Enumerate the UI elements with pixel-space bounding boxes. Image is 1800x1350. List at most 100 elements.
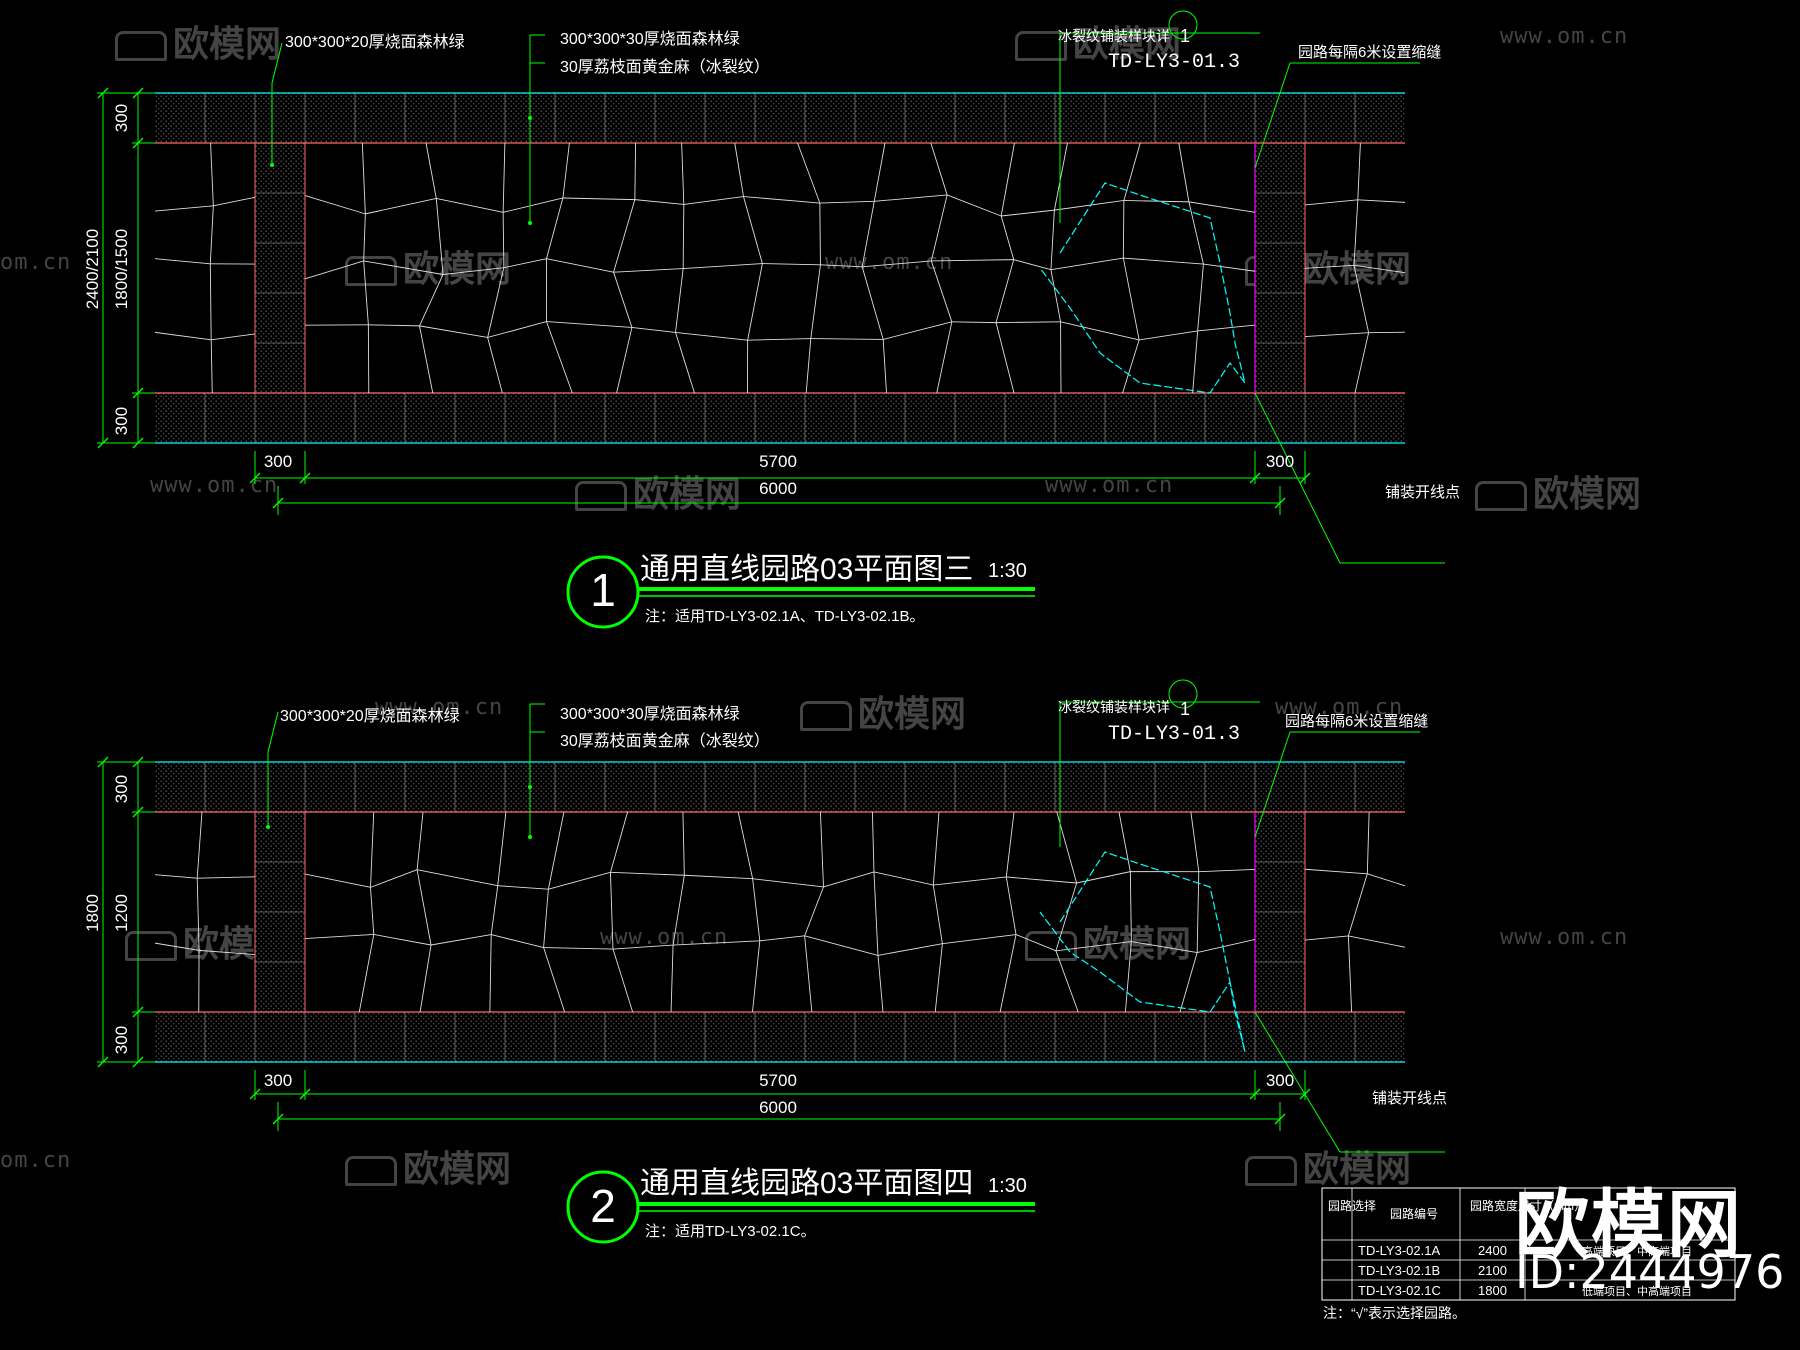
detail-callout-circle [1168, 679, 1198, 709]
crack-line [197, 876, 256, 879]
crack-line [497, 811, 507, 886]
crack-line [419, 325, 434, 394]
crack-line [154, 874, 198, 879]
crack-line [503, 258, 547, 269]
crack-line [491, 934, 544, 948]
crack-line [874, 194, 948, 202]
watermark-url: www.om.cn [1275, 695, 1404, 720]
watermark-logo: 欧模网 [1475, 465, 1641, 517]
crack-line [743, 196, 820, 204]
crack-line [873, 142, 886, 202]
crack-line [435, 198, 444, 275]
crack-line [684, 874, 753, 880]
crack-line [610, 871, 685, 876]
crack-line [562, 142, 570, 199]
crack-line [503, 197, 564, 213]
crack-line [417, 869, 498, 887]
crack-line [1054, 200, 1124, 211]
crack-line [365, 198, 437, 215]
crack-line [1060, 321, 1140, 341]
crack-line [804, 886, 824, 936]
crack-line [932, 811, 940, 886]
crack-line [1198, 868, 1256, 873]
crack-line [304, 873, 371, 888]
crack-line [675, 268, 684, 333]
dimension-tick [132, 137, 144, 149]
crack-line [934, 943, 943, 1013]
watermark-url: www.om.cn [375, 695, 504, 720]
crack-line [609, 872, 614, 950]
crack-line [363, 213, 366, 261]
crack-line [213, 196, 256, 207]
crack-line [436, 198, 504, 213]
crack-line [1188, 201, 1204, 265]
dimension-tick [1274, 497, 1286, 509]
dimension-tick [1274, 1113, 1286, 1125]
crack-line [1348, 935, 1406, 948]
leader-line [1254, 1011, 1341, 1153]
crack-line [1367, 873, 1406, 887]
crack-line [199, 949, 256, 955]
crack-line [995, 322, 1015, 394]
dimension-tick [97, 437, 109, 449]
crack-line [1050, 269, 1061, 322]
crack-line [883, 321, 952, 340]
crack-line [196, 878, 200, 951]
crack-line [681, 142, 685, 205]
dimension-tick [272, 497, 284, 509]
crack-line [154, 258, 211, 265]
crack-line [1122, 200, 1125, 259]
crack-line [930, 260, 953, 322]
watermark-logo: 欧模网 [800, 685, 966, 737]
leader-dot [528, 221, 532, 225]
crack-line [613, 199, 636, 273]
plan-drawing-1 [97, 10, 1445, 1244]
crack-line [819, 203, 821, 265]
crack-line [363, 260, 369, 325]
leader-line [271, 42, 283, 84]
dimension-tick [272, 1113, 284, 1125]
crack-line [1122, 339, 1140, 394]
crack-line [562, 197, 635, 201]
leader-line [1254, 731, 1291, 838]
crack-line [1366, 811, 1370, 874]
watermark-logo: 欧模网 [345, 1140, 511, 1192]
crack-line [930, 194, 948, 262]
crack-line [613, 272, 633, 328]
dimension-tick [1299, 472, 1311, 484]
watermark-logo: 欧模网 [1025, 915, 1191, 967]
crack-line [820, 264, 863, 268]
crack-line [1304, 332, 1369, 337]
leader-dot [270, 163, 274, 167]
selection-table [1321, 1187, 1736, 1301]
crack-line [490, 885, 499, 935]
crack-line [1197, 939, 1256, 954]
crack-line [936, 321, 953, 394]
leader-line [1254, 392, 1341, 564]
crack-line [675, 332, 695, 394]
crack-line [743, 196, 763, 264]
crack-line [737, 811, 754, 879]
left-tile-strip [255, 143, 305, 393]
plan-number-circle [566, 555, 640, 629]
crack-line [1196, 871, 1200, 953]
crack-line [1203, 263, 1256, 272]
crack-line [543, 947, 566, 1013]
crack-line [211, 333, 256, 341]
crack-line [762, 263, 821, 266]
crack-line [804, 935, 813, 1013]
watermark-logo: 欧模网 [345, 240, 511, 292]
crack-line [547, 811, 565, 890]
crack-line [373, 934, 432, 946]
crack-line [1005, 811, 1015, 878]
crack-line [419, 274, 444, 327]
crack-line [1190, 811, 1200, 872]
crack-line [546, 197, 564, 259]
watermark-url: om.cn [0, 250, 72, 275]
crack-line [682, 204, 685, 269]
crack-line [1124, 941, 1132, 1013]
crack-line [196, 811, 203, 879]
crack-line [734, 142, 744, 197]
crack-line [546, 258, 614, 273]
crack-line [1123, 199, 1189, 203]
